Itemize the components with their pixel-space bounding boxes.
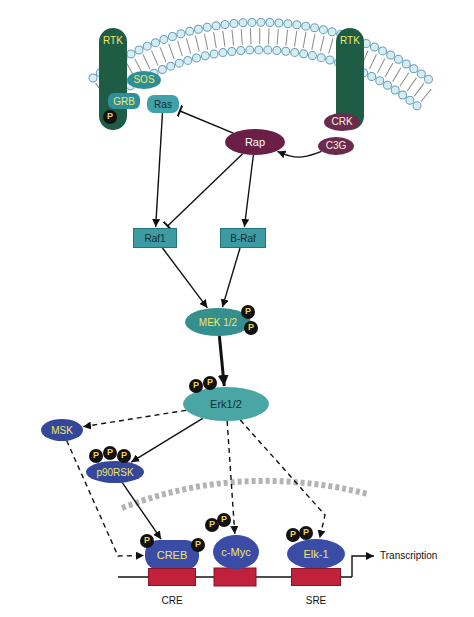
lipid-heads [108, 50, 422, 110]
node-label: RTK [340, 35, 360, 46]
phospho-group: P [203, 376, 217, 390]
node-label: Rap [245, 136, 265, 148]
phospho-group: P [140, 534, 154, 548]
node-label: c-Myc [221, 546, 250, 558]
kinase: MSK [41, 419, 83, 441]
node-label: B-Raf [230, 233, 256, 244]
kinase-box: B-Raf [220, 228, 266, 248]
phospho-label: P [245, 307, 251, 317]
element-label: SRE [306, 595, 327, 606]
activation-arrow [122, 483, 161, 540]
node-label: Elk-1 [303, 548, 328, 560]
response-element: CRE [148, 568, 196, 606]
phospho-label: P [209, 520, 215, 530]
protein: SOS [127, 71, 161, 89]
kinase: p90RSK [86, 461, 144, 483]
annotation: Transcription [380, 550, 437, 561]
node-label: RTK [103, 35, 123, 46]
phospho-group: P [217, 513, 231, 527]
phospho-label: P [195, 540, 201, 550]
phospho-label: P [193, 381, 199, 391]
activation-arrow [83, 410, 186, 426]
gtpase: Ras [147, 95, 179, 113]
phospho-group: P [103, 110, 117, 124]
element-label: CRE [161, 595, 182, 606]
phospho-label: P [207, 378, 213, 388]
activation-arrow [244, 155, 253, 227]
inhibition-arrow [180, 111, 233, 133]
phospho-label: P [248, 323, 254, 333]
node-label: p90RSK [96, 467, 133, 478]
nuclear-envelope [122, 481, 368, 508]
dna-element-box [291, 568, 341, 586]
phospho-group: P [89, 449, 103, 463]
lipid-heads-outline [108, 50, 422, 110]
adaptor: CRK [324, 113, 360, 131]
dna-element-box [148, 568, 196, 586]
transcription-arrow [352, 556, 374, 577]
node-label: CRK [331, 116, 352, 127]
node-label: C3G [326, 140, 347, 151]
activation-arrow [222, 248, 240, 307]
node-label: MEK 1/2 [199, 317, 237, 328]
phospho-group: P [191, 538, 205, 552]
node-label: Raf1 [144, 233, 165, 244]
transcription-factor: c-Myc [213, 535, 259, 569]
transcription-factor: Elk-1 [287, 539, 345, 569]
phospho-group: P [244, 321, 258, 335]
inhibition-arrow [168, 154, 243, 226]
phospho-group: P [299, 526, 313, 540]
phospho-group: P [241, 305, 255, 319]
phospho-group: P [189, 379, 203, 393]
phospho-label: P [303, 528, 309, 538]
kinase-box: Raf1 [133, 228, 177, 248]
phospho-label: P [121, 451, 127, 461]
phospho-group: P [286, 528, 300, 542]
gtpase: Rap [225, 129, 285, 155]
activation-arrow [277, 151, 321, 157]
phospho-label: P [144, 536, 150, 546]
gef: C3G [318, 137, 354, 155]
node-label: Erk1/2 [210, 398, 242, 410]
phospho-label: P [107, 448, 113, 458]
activation-arrow [131, 418, 203, 462]
node-label: Ras [154, 99, 172, 110]
phospho-group: P [103, 446, 117, 460]
phospho-label: P [221, 515, 227, 525]
dna-element-box [214, 568, 256, 586]
response-element: SRE [291, 568, 341, 606]
phospho-label: P [93, 451, 99, 461]
activation-arrow [163, 248, 208, 308]
node-label: CREB [157, 549, 188, 561]
activation-arrow [240, 420, 325, 538]
phospho-label: P [290, 530, 296, 540]
activation-arrow [219, 336, 224, 386]
phospho-label: P [107, 112, 113, 122]
phospho-group: P [117, 449, 131, 463]
activation-arrow [156, 113, 163, 227]
node-label: SOS [133, 74, 154, 85]
adaptor: GRB [108, 93, 140, 109]
node-label: MSK [51, 425, 73, 436]
node-label: GRB [113, 96, 135, 107]
